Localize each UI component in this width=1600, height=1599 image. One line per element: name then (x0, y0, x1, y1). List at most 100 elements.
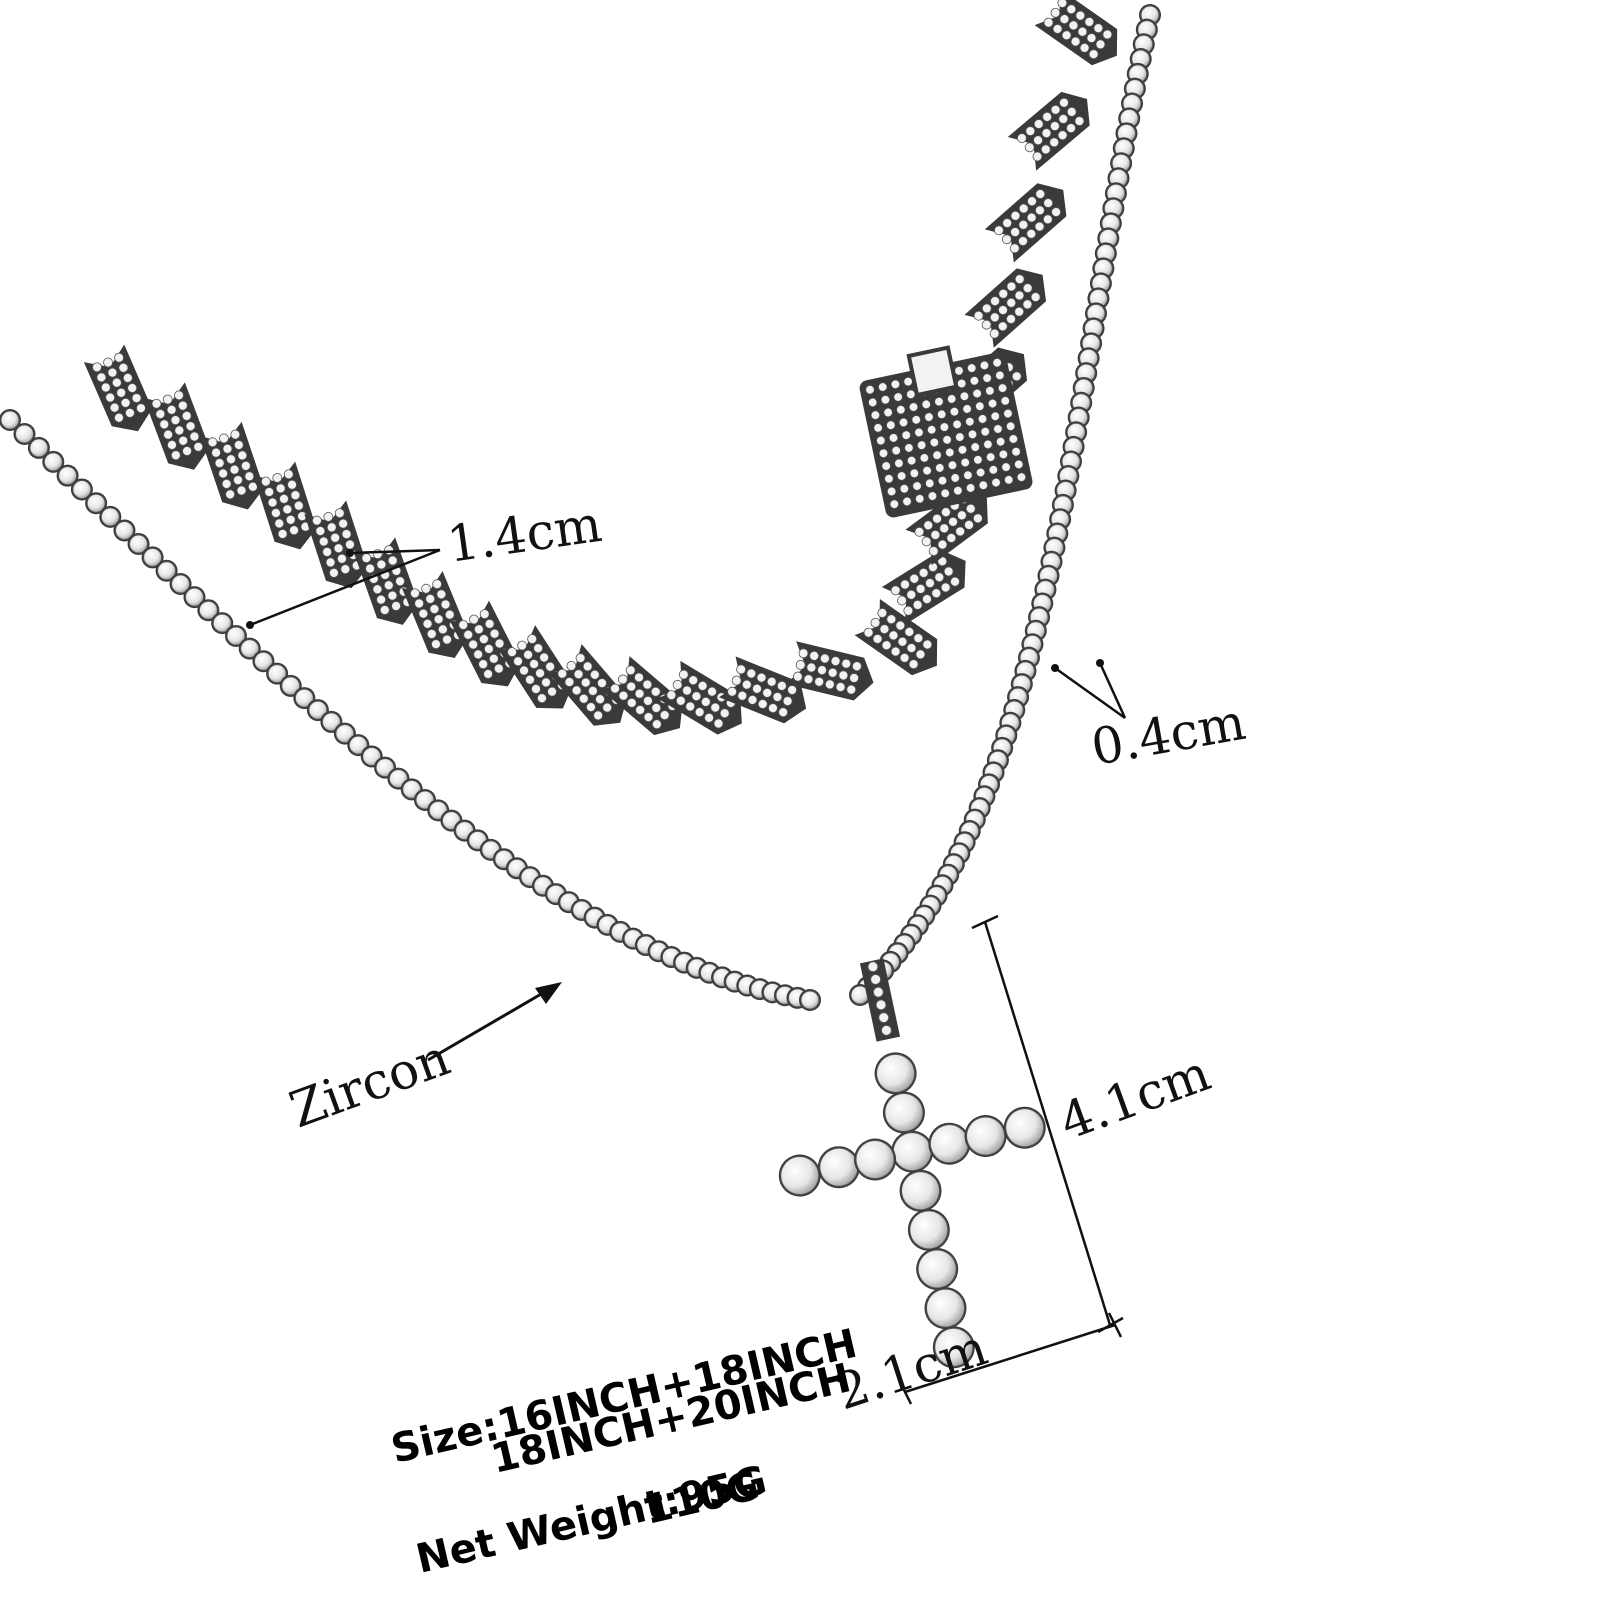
tennis-width-label: 0.4cm (1087, 693, 1250, 777)
pave-stone (928, 546, 939, 556)
pave-stone (545, 661, 556, 672)
zircon-stone (294, 688, 314, 708)
pave-stone (879, 624, 890, 635)
clasp-stone (959, 391, 969, 401)
pave-stone (895, 620, 906, 631)
pave-stone (493, 663, 504, 674)
pave-stone (817, 665, 827, 676)
pave-stone (395, 576, 405, 587)
clasp-stone (993, 424, 1003, 434)
zircon-stone (876, 1053, 916, 1093)
pave-stone (166, 404, 177, 415)
pave-stone (1022, 283, 1033, 294)
pave-stone (226, 454, 236, 465)
pave-stone (1059, 14, 1070, 25)
pave-stone (710, 702, 721, 713)
pave-stone (694, 707, 705, 718)
pave-stone (529, 659, 539, 669)
clasp-stone (939, 422, 949, 432)
pave-stone (338, 518, 349, 529)
pave-stone (922, 639, 933, 650)
pave-stone (940, 507, 951, 518)
pave-stone (841, 658, 852, 669)
pave-stone (105, 392, 116, 403)
clasp-stone (899, 417, 909, 427)
cuban-link (548, 643, 628, 726)
pave-stone (964, 520, 974, 530)
clasp-stone (896, 405, 906, 415)
pave-stone (838, 670, 849, 681)
pave-stone (337, 553, 347, 564)
pave-stone (387, 590, 398, 601)
clasp-stone (865, 385, 875, 395)
pave-stone (727, 686, 738, 697)
pave-stone (207, 437, 218, 448)
pave-stone (872, 634, 883, 644)
pave-stone (222, 443, 233, 454)
pave-stone (109, 402, 120, 413)
cuban-link (964, 268, 1047, 348)
clasp-stone (902, 496, 912, 506)
pave-stone (1033, 135, 1043, 146)
pave-stone (587, 686, 598, 696)
clasp-stone (1003, 409, 1013, 419)
clasp-stone (947, 394, 957, 404)
pave-stone (233, 475, 243, 485)
pave-stone (458, 620, 469, 630)
clasp-stone (878, 382, 888, 392)
pave-stone (1066, 106, 1077, 117)
pave-stone (483, 644, 494, 654)
zircon-stone (819, 1147, 859, 1187)
clasp-stone (921, 399, 931, 409)
pave-stone (103, 357, 113, 368)
clasp-stone (962, 404, 972, 414)
clasp-stone (937, 409, 947, 419)
pave-stone (345, 539, 355, 550)
clasp-stone (1008, 434, 1018, 444)
zircon-stone (43, 452, 63, 472)
pave-stone (333, 543, 344, 554)
zircon-stone (58, 466, 78, 486)
pave-stone (442, 634, 452, 645)
clasp-stone (950, 473, 960, 483)
clasp-stone (1001, 462, 1011, 472)
pave-stone (287, 479, 297, 490)
zircon-stone (901, 1171, 941, 1211)
pave-stone (1088, 49, 1099, 60)
pave-stone (589, 669, 600, 680)
zircon-stone (308, 700, 328, 720)
cuban-width-label: 1.4cm (444, 495, 606, 574)
clasp-stone (969, 376, 979, 386)
pave-stone (1042, 111, 1053, 122)
pave-stone (1043, 17, 1054, 28)
pave-stone (547, 686, 557, 697)
pave-stone (737, 690, 748, 701)
cuban-link (199, 421, 264, 510)
bail-stone (867, 961, 879, 973)
pave-stone (1061, 30, 1072, 41)
pave-stone (469, 614, 479, 625)
pave-stone (757, 699, 768, 709)
clasp-stone (929, 437, 939, 447)
pave-stone (566, 660, 577, 671)
pave-stone (768, 703, 778, 714)
clasp-stone (887, 486, 897, 496)
clasp-stone (880, 395, 890, 405)
pave-stone (989, 328, 1000, 339)
cuban-link (657, 660, 742, 735)
pave-stone (376, 559, 387, 570)
pave-stone (642, 679, 653, 690)
pave-stone (1026, 228, 1037, 239)
cuban-link (253, 461, 317, 550)
pave-stone (1051, 207, 1061, 217)
pave-stone (225, 489, 236, 500)
pave-stone (1024, 142, 1035, 153)
pave-stone (575, 653, 586, 663)
clasp-stone (927, 425, 937, 435)
zircon-stone (114, 520, 134, 540)
clasp-stone (986, 452, 996, 462)
pave-stone (571, 685, 582, 696)
pave-stone (824, 679, 835, 690)
clasp-stone (909, 402, 919, 412)
